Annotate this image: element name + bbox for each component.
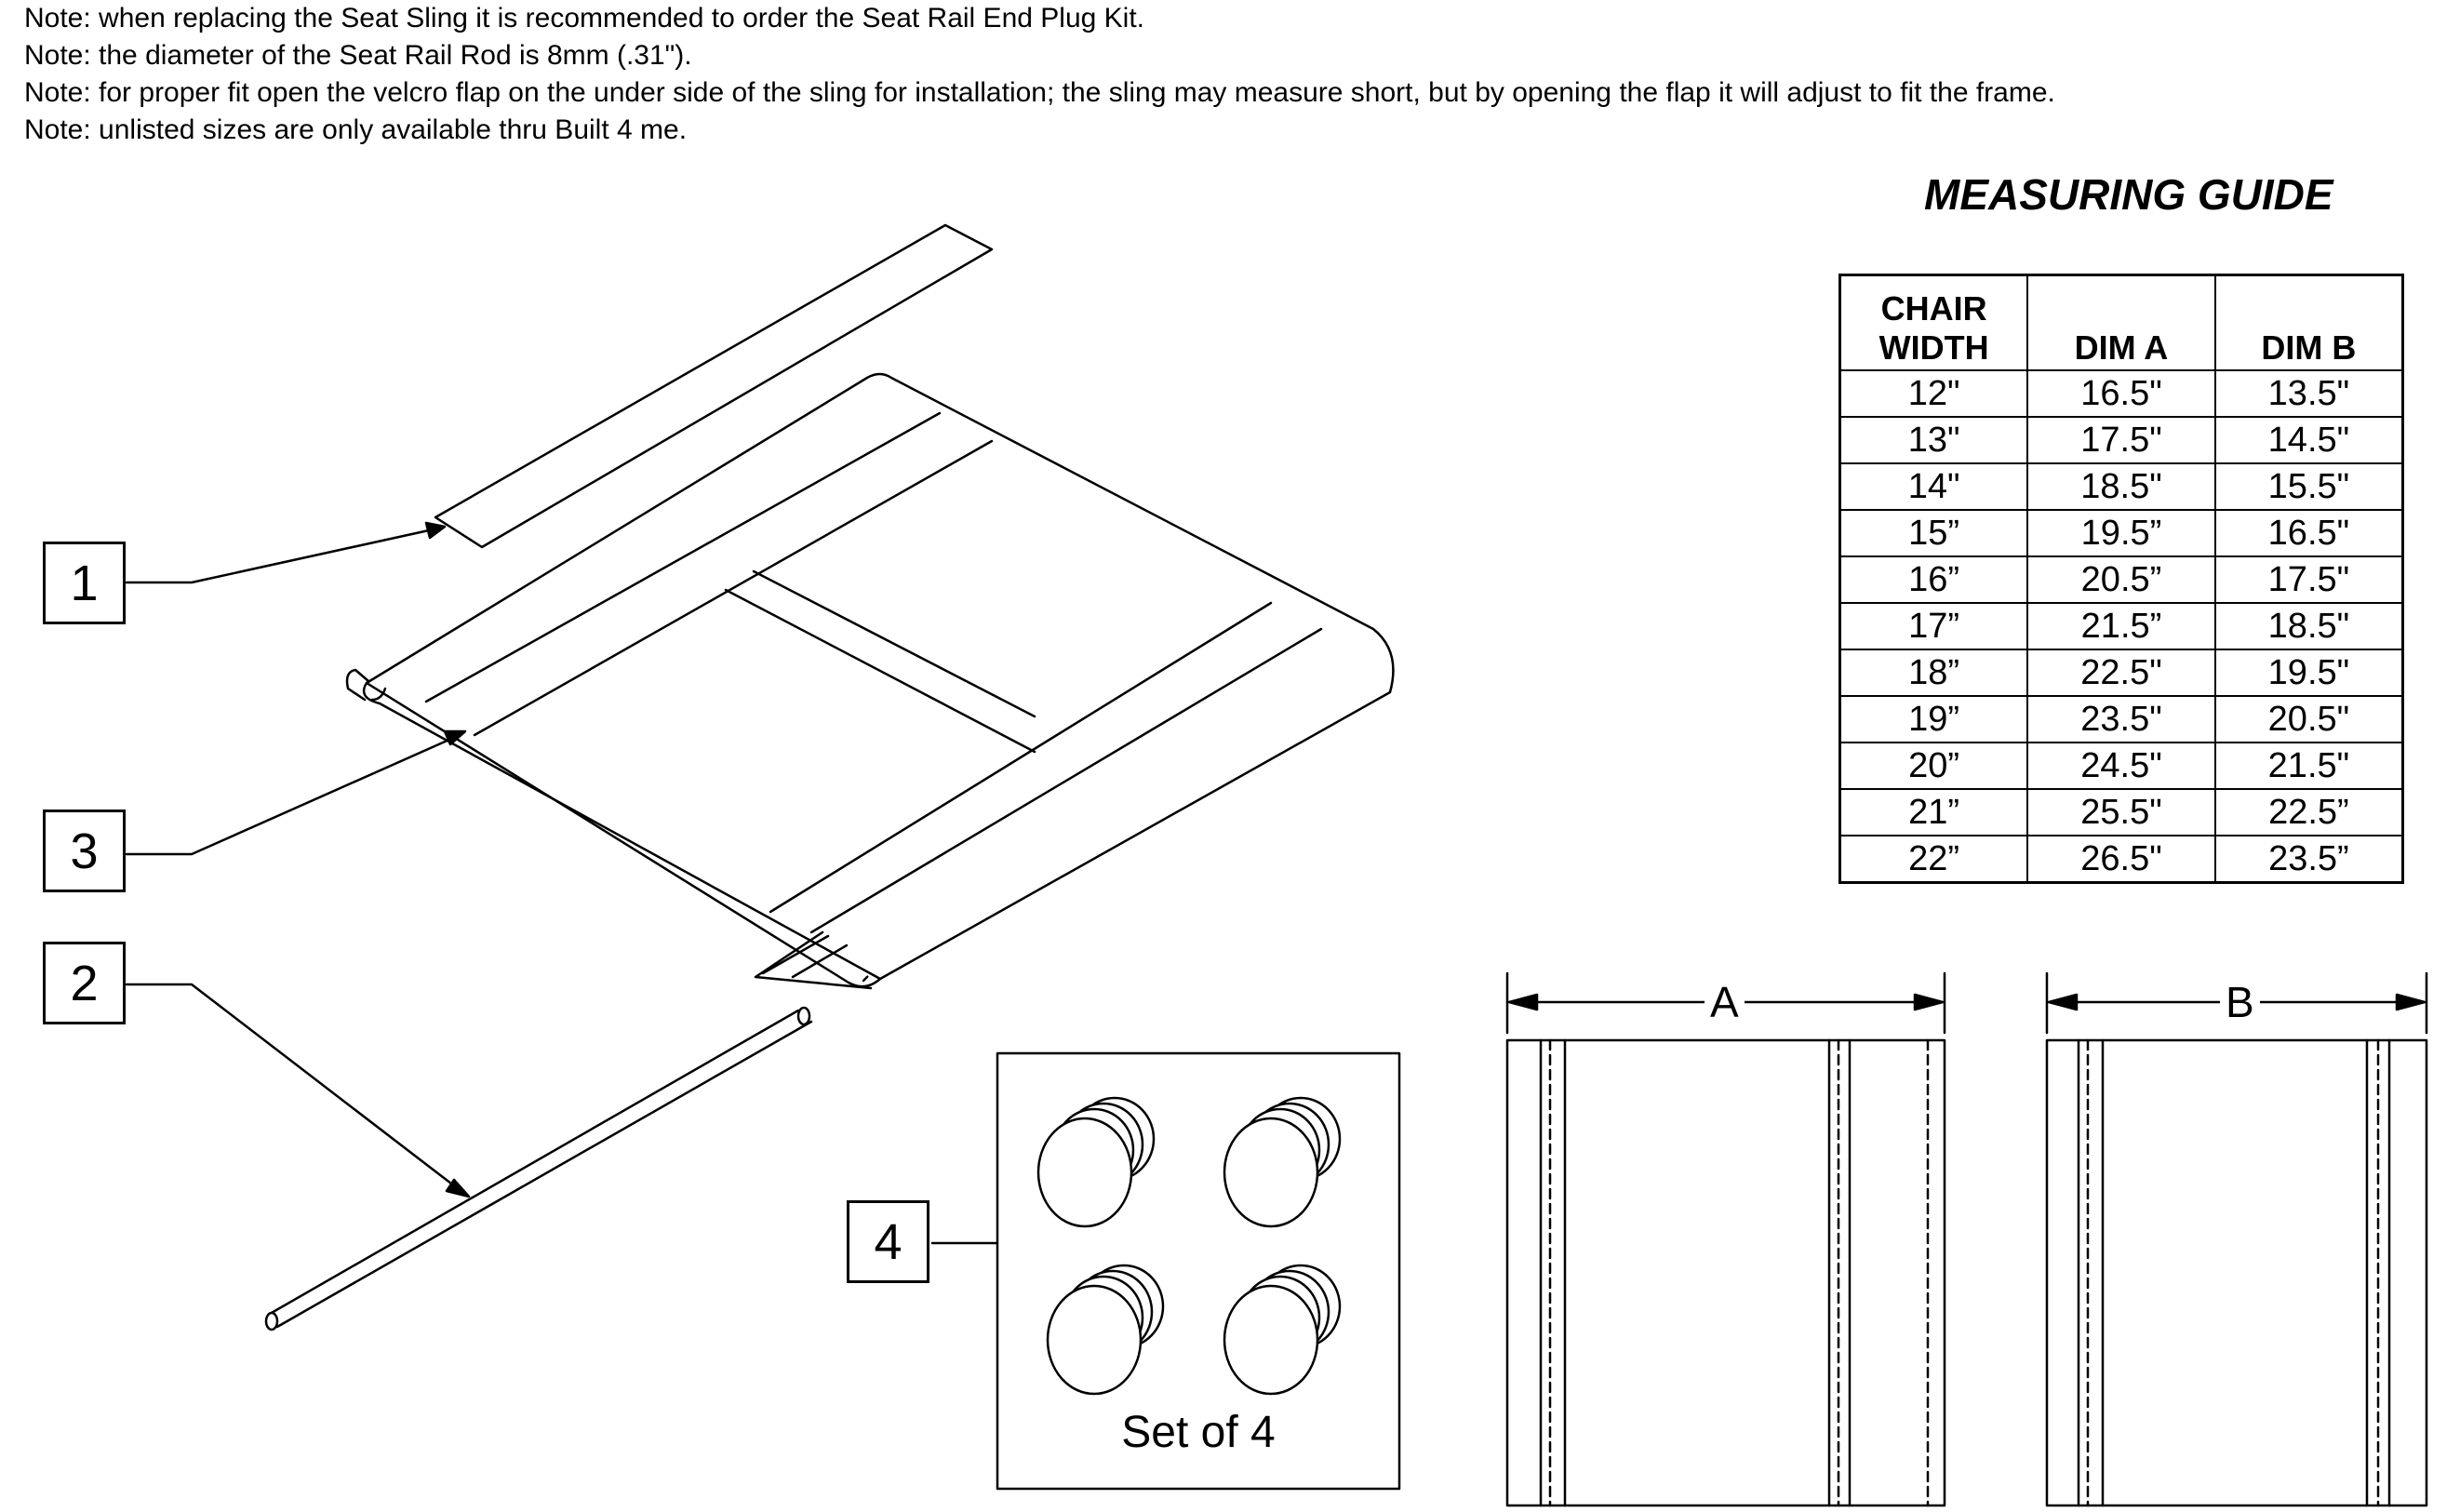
part-3-seat-sling — [345, 372, 1395, 990]
cell-dim-a: 26.5" — [2026, 835, 2216, 884]
dim-a-panel — [1505, 971, 1946, 1507]
callout-2: 2 — [43, 942, 126, 1024]
callout-3: 3 — [43, 810, 126, 892]
table-row: 21”25.5"22.5” — [1838, 788, 2404, 836]
table-row: 12"16.5"13.5" — [1838, 369, 2404, 418]
note-3: Note: for proper fit open the velcro fla… — [24, 77, 2055, 108]
table-row: 18”22.5"19.5" — [1838, 649, 2404, 697]
cell-dim-b: 22.5” — [2213, 788, 2404, 836]
cell-dim-b: 14.5" — [2213, 416, 2404, 464]
part-2-rod — [264, 1006, 813, 1331]
cell-chair-width: 21” — [1838, 788, 2029, 836]
cell-dim-a: 20.5” — [2026, 555, 2216, 604]
table-row: 20”24.5"21.5" — [1838, 742, 2404, 790]
measuring-guide-body: 12"16.5"13.5"13"17.5"14.5"14"18.5"15.5"1… — [1838, 369, 2404, 884]
cell-dim-b: 17.5" — [2213, 555, 2404, 604]
callout-4: 4 — [847, 1200, 929, 1283]
end-plug-icon — [1223, 1096, 1342, 1228]
cell-chair-width: 22” — [1838, 835, 2029, 884]
cell-dim-a: 22.5" — [2026, 649, 2216, 697]
table-row: 22”26.5"23.5” — [1838, 835, 2404, 884]
table-row: 15”19.5”16.5" — [1838, 509, 2404, 557]
cell-chair-width: 17” — [1838, 602, 2029, 650]
cell-dim-b: 15.5" — [2213, 462, 2404, 511]
cell-dim-a: 21.5” — [2026, 602, 2216, 650]
header-chair-width: CHAIR WIDTH — [1838, 274, 2029, 371]
cell-chair-width: 15” — [1838, 509, 2029, 557]
part-1-strip — [434, 223, 994, 549]
note-4: Note: unlisted sizes are only available … — [24, 114, 688, 145]
cell-dim-b: 13.5" — [2213, 369, 2404, 418]
cell-dim-a: 19.5” — [2026, 509, 2216, 557]
cell-dim-a: 25.5" — [2026, 788, 2216, 836]
measuring-guide-title: MEASURING GUIDE — [1924, 170, 2333, 219]
cell-chair-width: 18” — [1838, 649, 2029, 697]
end-plug-icon — [1036, 1096, 1156, 1228]
part-4-plug-kit — [996, 1051, 1401, 1491]
measuring-guide-table: CHAIR WIDTH DIM A DIM B 12"16.5"13.5"13"… — [1838, 274, 2404, 884]
cell-dim-a: 23.5" — [2026, 695, 2216, 743]
cell-dim-b: 18.5" — [2213, 602, 2404, 650]
cell-chair-width: 14" — [1838, 462, 2029, 511]
cell-chair-width: 19” — [1838, 695, 2029, 743]
cell-dim-a: 16.5" — [2026, 369, 2216, 418]
header-dim-b: DIM B — [2213, 274, 2404, 371]
table-row: 13"17.5"14.5" — [1838, 416, 2404, 464]
dim-a-label: A — [1705, 979, 1745, 1025]
end-plug-icon — [1223, 1264, 1342, 1396]
dim-b-label: B — [2220, 979, 2260, 1025]
cell-dim-a: 24.5" — [2026, 742, 2216, 790]
note-2: Note: the diameter of the Seat Rail Rod … — [24, 40, 692, 71]
leader-lines — [125, 521, 999, 1245]
cell-dim-a: 18.5" — [2026, 462, 2216, 511]
header-dim-a: DIM A — [2026, 274, 2216, 371]
notes-block: Note: when replacing the Seat Sling it i… — [24, 0, 2055, 149]
callout-1: 1 — [43, 542, 126, 624]
end-plug-icon — [1046, 1264, 1165, 1396]
table-row: 19”23.5"20.5" — [1838, 695, 2404, 743]
cell-chair-width: 16” — [1838, 555, 2029, 604]
cell-dim-b: 19.5" — [2213, 649, 2404, 697]
cell-dim-a: 17.5" — [2026, 416, 2216, 464]
cell-dim-b: 16.5" — [2213, 509, 2404, 557]
cell-chair-width: 12" — [1838, 369, 2029, 418]
dim-b-panel — [2045, 971, 2428, 1507]
cell-dim-b: 20.5" — [2213, 695, 2404, 743]
table-header-row: CHAIR WIDTH DIM A DIM B — [1838, 274, 2404, 371]
table-row: 14"18.5"15.5" — [1838, 462, 2404, 511]
table-row: 17”21.5”18.5" — [1838, 602, 2404, 650]
cell-chair-width: 13" — [1838, 416, 2029, 464]
cell-dim-b: 23.5” — [2213, 835, 2404, 884]
cell-dim-b: 21.5" — [2213, 742, 2404, 790]
note-1: Note: when replacing the Seat Sling it i… — [24, 3, 1144, 33]
plug-kit-caption: Set of 4 — [1121, 1408, 1276, 1457]
cell-chair-width: 20” — [1838, 742, 2029, 790]
table-row: 16”20.5”17.5" — [1838, 555, 2404, 604]
